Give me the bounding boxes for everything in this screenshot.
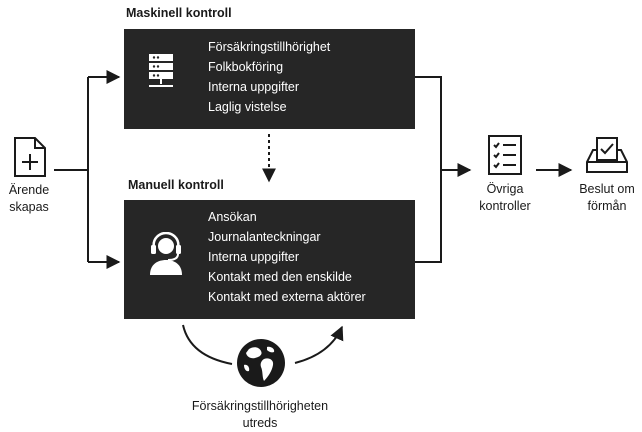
investigation-label-line1: Försäkringstillhörigheten [191,399,329,413]
new-document-icon [13,136,47,183]
manual-item: Journalanteckningar [208,230,321,244]
manual-box: Ansökan Journalanteckningar Interna uppg… [124,200,415,319]
machine-item: Folkbokföring [208,60,284,74]
investigation-label-line2: utreds [242,416,278,430]
other-label-line2: kontroller [479,199,531,213]
machine-item: Laglig vistelse [208,100,287,114]
merge-from-machine [415,76,442,263]
other-label-line1: Övriga [486,182,524,196]
globe-icon [235,337,287,394]
machine-title: Maskinell kontroll [126,6,232,20]
investigation-label: Försäkringstillhörigheten utreds [160,398,360,432]
machine-item: Interna uppgifter [208,80,300,94]
manual-item: Interna uppgifter [208,250,300,264]
manual-item: Kontakt med externa aktörer [208,290,366,304]
other-label: Övriga kontroller [470,181,540,215]
server-icon [148,53,174,94]
decision-label-line1: Beslut om [579,182,635,196]
manual-title: Manuell kontroll [128,178,224,192]
investigation-arc-right [294,325,344,364]
start-label-line2: skapas [9,200,49,214]
machine-box: Försäkringstillhörighet Folkbokföring In… [124,29,415,129]
ballot-box-icon [585,136,629,179]
decision-label-line2: förmån [587,199,627,213]
start-label-line1: Ärende [8,183,50,197]
person-headset-icon [146,231,186,281]
decision-label: Beslut om förmån [572,181,642,215]
manual-item: Ansökan [208,210,257,224]
start-label: Ärende skapas [0,182,58,216]
investigation-arc-left [182,324,233,365]
manual-item: Kontakt med den enskilde [208,270,352,284]
checklist-icon [487,134,523,181]
machine-item: Försäkringstillhörighet [208,40,331,54]
